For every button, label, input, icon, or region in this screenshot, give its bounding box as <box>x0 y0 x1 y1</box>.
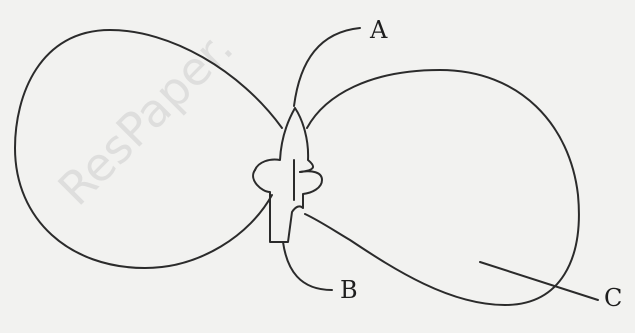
right-lobe <box>305 70 579 305</box>
label-a: A <box>369 16 388 44</box>
label-b: B <box>340 276 358 304</box>
pointer-a <box>294 28 360 106</box>
label-c: C <box>604 284 622 312</box>
watermark: ResPaper. <box>48 20 244 216</box>
pointer-b <box>283 242 332 290</box>
pointer-c <box>480 262 598 300</box>
central-part-b <box>253 170 322 242</box>
central-part-a <box>255 108 313 172</box>
